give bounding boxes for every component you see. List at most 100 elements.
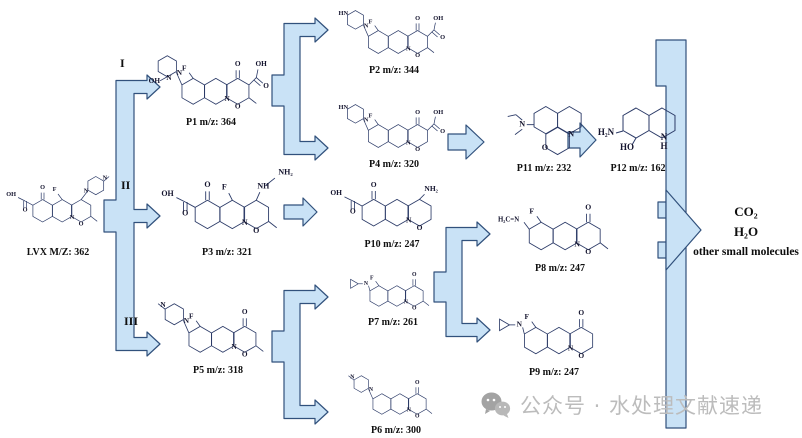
atom-label: O [415,52,420,59]
watermark-text: 公众号 · 水处理文献速递 [520,394,764,418]
bond [631,137,637,146]
atom-label: N [177,69,183,77]
atom-label: N [406,46,411,53]
ring [569,326,594,355]
bond [159,76,168,82]
bond [248,77,257,86]
bond [427,123,435,131]
ring [194,199,221,230]
atom-label: OH [6,191,16,198]
atom-label: O [182,208,188,217]
atom-label: F [370,275,374,281]
atom-label: NH₂ [424,184,438,193]
bond [433,22,436,30]
ring [181,77,205,105]
ring [545,126,570,156]
bond [368,388,374,399]
atom-label: O [578,308,584,317]
atom-label: N [364,117,369,124]
atom-label: OH [330,188,342,197]
atom-label: F [222,183,227,192]
ring [211,325,235,353]
pathway-label-III: III [124,314,139,328]
atom-label: O [415,109,420,116]
watermark: 公众号 · 水处理文献速递 [480,390,763,420]
atom-label: O [235,102,241,110]
collector-merge-step-bot [657,241,667,259]
bond [427,29,435,37]
ring [385,198,409,227]
bond [536,216,542,223]
bond [24,200,33,206]
bond [255,192,261,201]
atom-label: OH [433,109,443,116]
bond [427,47,435,53]
atom-label: O [440,34,445,41]
atom-label: O [412,306,417,312]
atom-label: F [53,186,57,193]
bond [57,193,63,200]
atom-label: N [160,301,166,309]
atom-label: N [568,343,574,352]
bond [348,375,355,381]
atom-label: N [84,188,89,195]
atom-label: N [568,129,574,138]
collector-arrowhead [665,189,702,271]
bond [253,79,261,86]
ring [390,393,410,415]
ring [622,107,650,139]
atom-label: O [263,82,269,90]
ring [204,77,228,105]
atom-label: N [517,320,523,329]
atom-label: O [235,60,241,68]
bond [182,319,190,334]
collector-merge-step-top [657,201,667,219]
bond [374,25,379,31]
bond [431,31,438,38]
wechat-icon [481,392,511,418]
bond [255,345,264,352]
bond [268,221,277,229]
bond [433,123,440,130]
arrow-p4-to-p11 [447,124,485,160]
atom-label: N [184,317,190,325]
ring [164,303,184,326]
bond [344,196,354,202]
ring [226,77,250,105]
bond [90,216,98,222]
ring [387,285,407,307]
compound-caption-p10: P10 m/z: 247 [364,239,420,250]
bond [522,327,525,335]
atom-label: O [417,223,423,232]
atom-label: O [350,207,356,216]
fork-arrow-p5-to-p7-p6 [271,284,329,425]
ring [648,107,676,139]
pathway-label-II: II [121,178,131,192]
atom-label: N [406,140,411,147]
atom-label: O [253,226,259,235]
ring [524,326,548,355]
ring [32,199,53,223]
pathway-label-I: I [120,56,125,70]
atom-label: N [364,281,369,287]
atom-label: N [166,74,172,82]
bond [515,114,523,121]
bond [423,300,430,306]
atom-label: NH [257,182,270,191]
atom-label: N [350,374,355,380]
atom-label: N [369,387,374,393]
bond [17,197,26,202]
ring [388,124,409,148]
atom-label: O [23,207,28,214]
ring [52,199,73,223]
